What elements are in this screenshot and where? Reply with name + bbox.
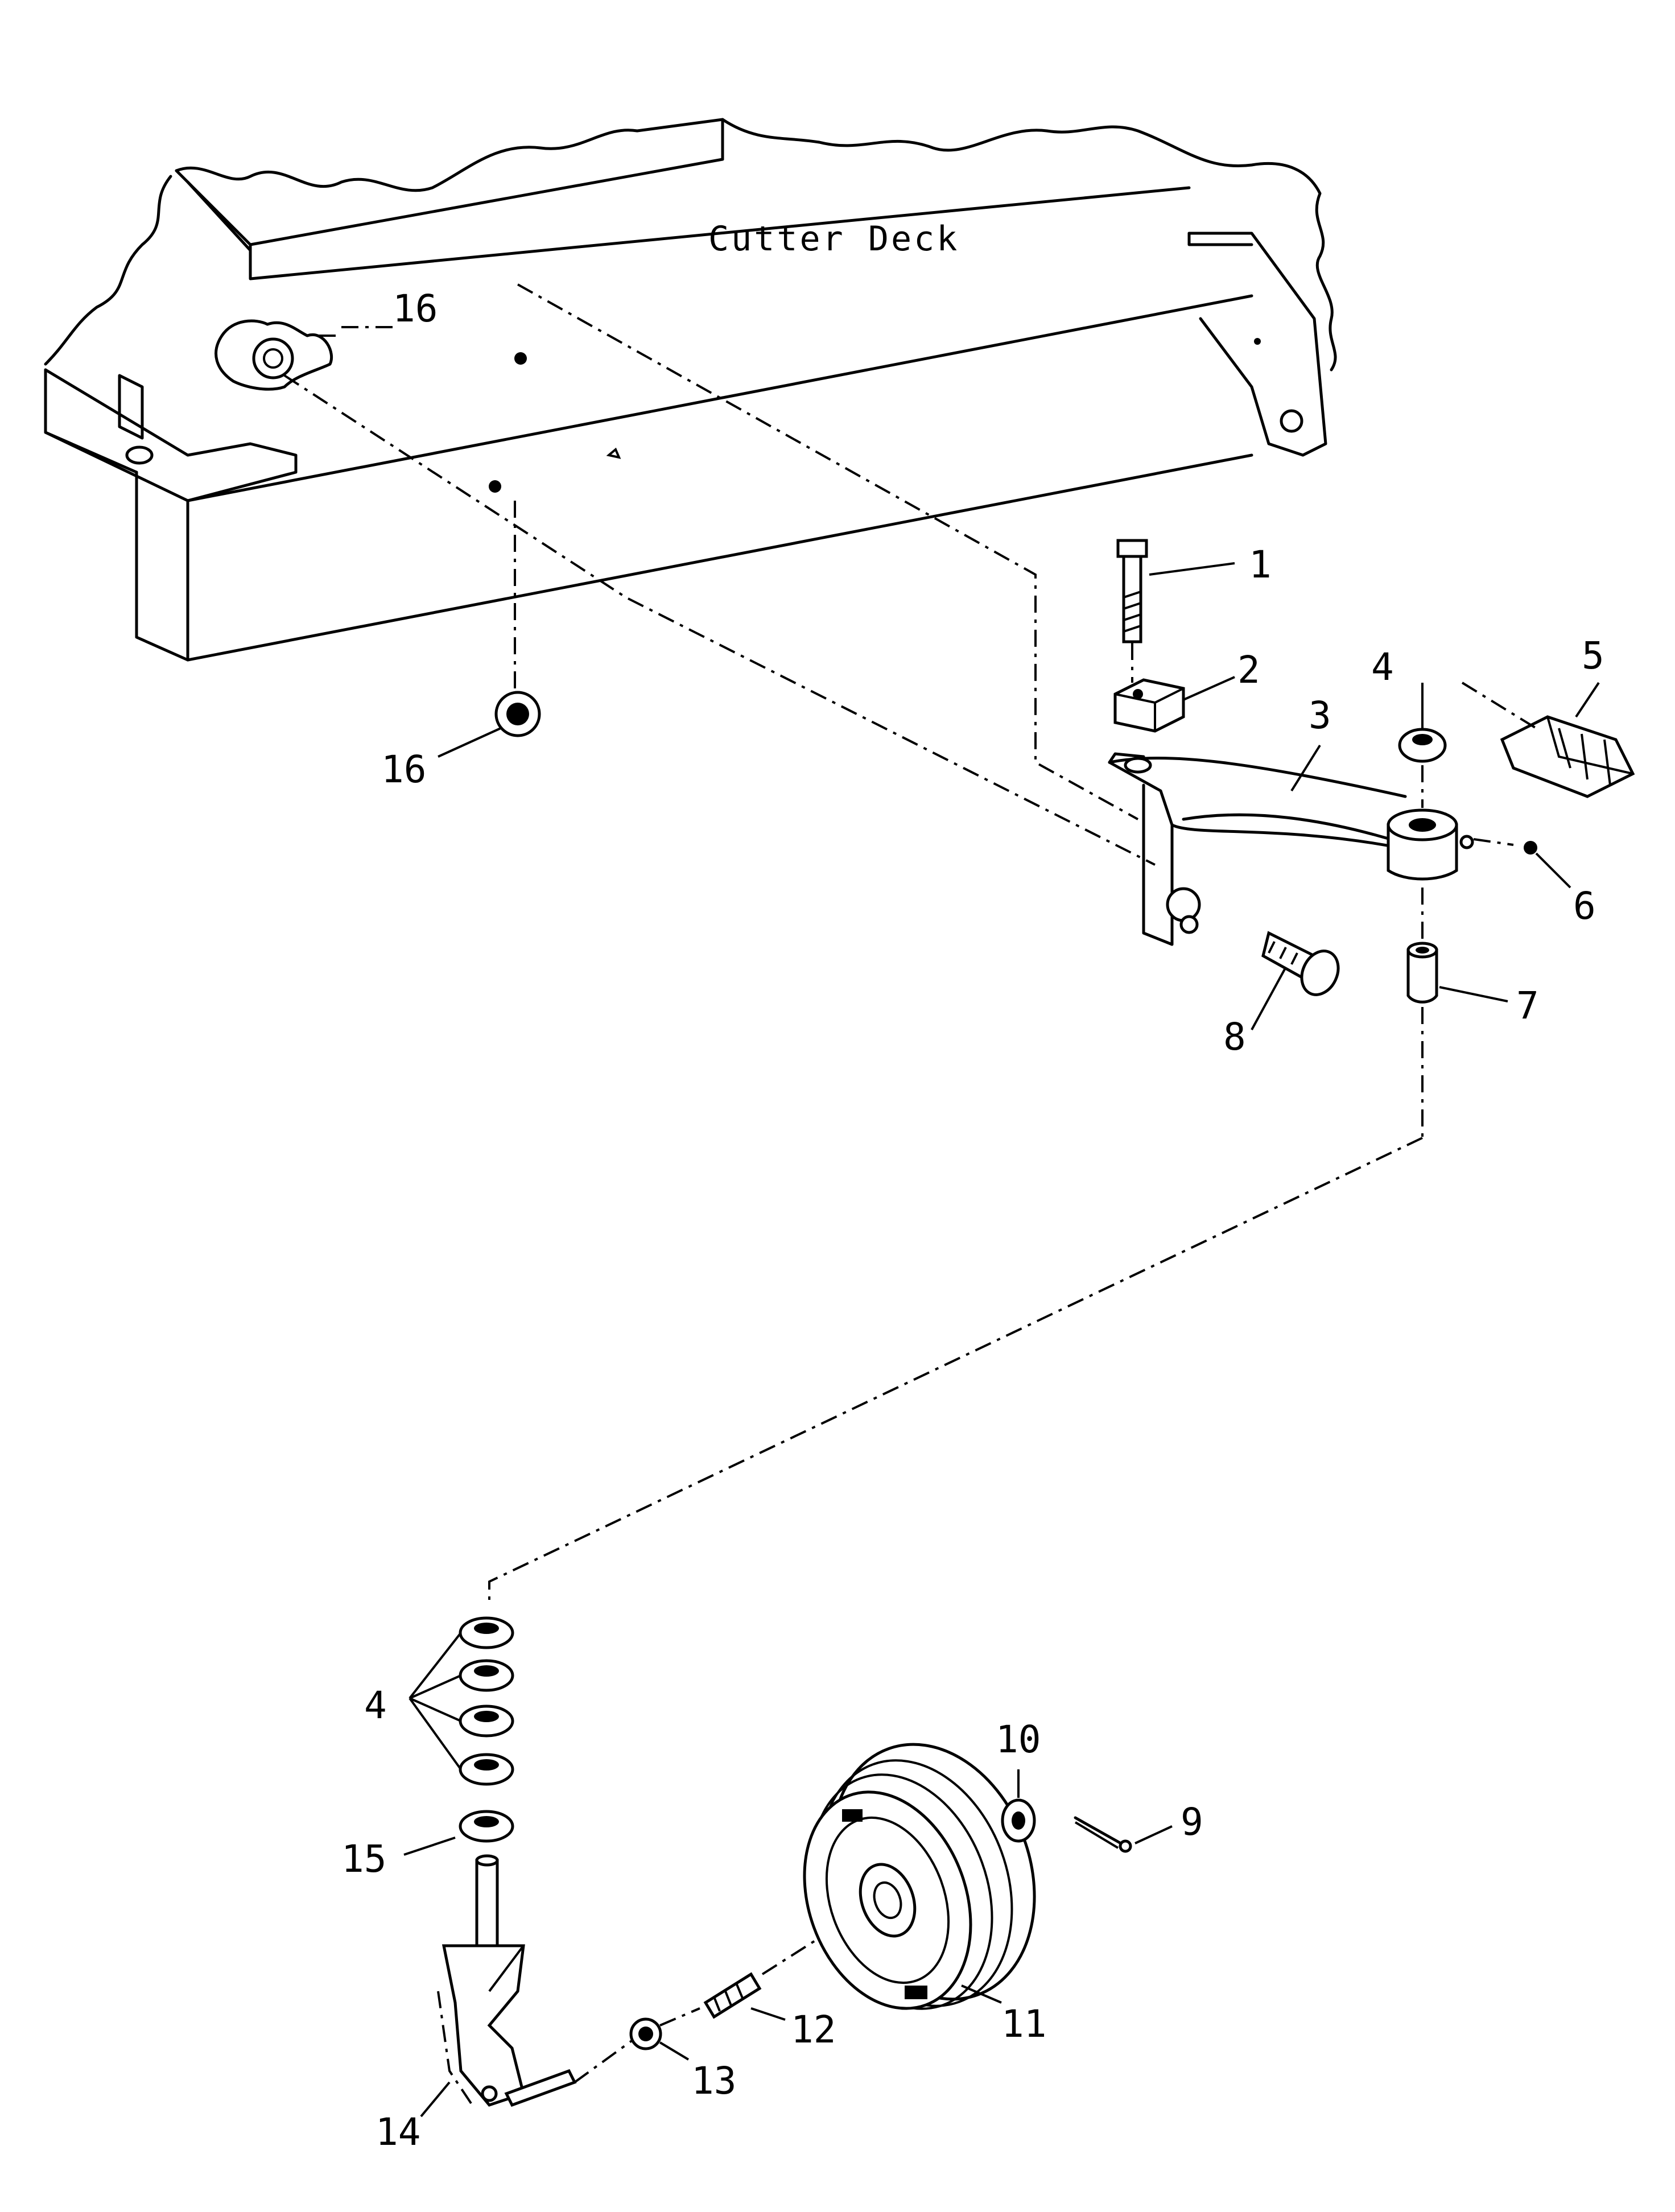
part-15-thrust-washer [403,1810,514,1856]
centerline-pivot [283,374,1156,866]
callout-15: 15 [341,1837,386,1881]
part-4-washer-stack [409,1616,514,1786]
callout-3: 3 [1309,694,1331,737]
part-6-grease-fitting [1473,838,1571,889]
part-16-locknut-top [214,319,398,391]
callout-16-bottom: 16 [381,748,426,791]
callout-5: 5 [1582,634,1604,678]
part-1-bolt [1116,539,1235,683]
part-11-wheel [803,1743,1036,2010]
part-7-bushing [1406,888,1508,1138]
cutter-deck: Cutter Deck [44,118,1337,662]
callout-8: 8 [1223,1015,1246,1059]
part-5-dust-cap [1461,682,1635,798]
centerline-main [517,283,1138,820]
callout-9: 9 [1181,1800,1203,1844]
callout-2: 2 [1237,648,1260,692]
centerline-spindle [488,1137,1423,1604]
part-8-pivot-bolt [1251,931,1340,1030]
deck-label: Cutter Deck [708,219,959,259]
callout-12: 12 [791,2008,836,2052]
deck-hole [514,352,527,365]
part-9-cotter-pin [1074,1816,1173,1853]
part-2-block [1113,676,1235,733]
part-4-washer-top [1398,683,1447,808]
callout-4-stack: 4 [364,1683,387,1727]
part-16-locknut-bottom [438,691,541,758]
callout-13: 13 [691,2059,736,2103]
part-13-nut [574,2017,690,2083]
part-3-caster-arm [1108,744,1474,946]
callout-1: 1 [1249,543,1272,587]
callout-11: 11 [1001,2002,1046,2046]
callout-6: 6 [1573,884,1596,928]
callout-7: 7 [1516,984,1539,1027]
callout-4-top: 4 [1371,645,1394,689]
deck-hole [489,480,501,493]
callout-10: 10 [996,1718,1041,1761]
callout-14: 14 [376,2110,420,2154]
part-14-caster-fork [420,1854,577,2118]
part-10-washer [1001,1769,1036,1843]
callout-16-top: 16 [393,287,438,331]
part-12-axle-bolt [659,1933,826,2027]
